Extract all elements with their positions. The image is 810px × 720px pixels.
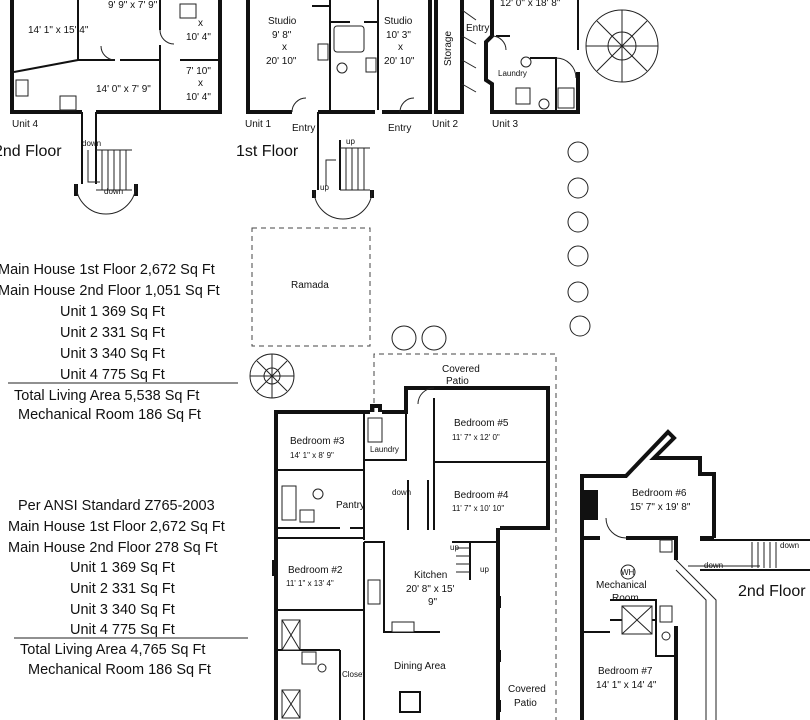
main-house-plan: Covered Patio Bedroom #5 11' 7" x 12' 0"…: [272, 353, 557, 720]
studio1-dim3: 20' 10": [266, 56, 297, 67]
area-table-1: Main House 1st Floor 2,672 Sq Ft Main Ho…: [0, 262, 238, 423]
area-table-2: Per ANSI Standard Z765-2003 Main House 1…: [8, 498, 248, 678]
hall-down-label: down: [392, 488, 411, 497]
shrub-pair-icon: [391, 325, 447, 351]
unit3-laundry-label: Laundry: [498, 69, 527, 78]
area1-row-unit3: Unit 3 340 Sq Ft: [60, 346, 165, 362]
covered-patio-top-label1: Covered: [442, 364, 480, 375]
bedroom2-name: Bedroom #2: [288, 565, 343, 576]
unit4-room-c-dims: 14' 0" x 7' 9": [96, 84, 151, 95]
mechanical-room-label1: Mechanical: [596, 580, 647, 591]
bedroom7-dims: 14' 1" x 14' 4": [596, 680, 657, 691]
unit4-room-d-line2: 10' 4": [186, 32, 211, 43]
unit3-dims: 12' 0" x 18' 8": [500, 0, 561, 9]
kitchen-name: Kitchen: [414, 570, 447, 581]
area2-row-main1: Main House 1st Floor 2,672 Sq Ft: [8, 519, 225, 535]
bedroom7-name: Bedroom #7: [598, 666, 653, 677]
unit4-stair-down2-label: down: [104, 187, 123, 196]
studio1-dim2: x: [282, 42, 287, 53]
closet-label: Closet: [342, 670, 365, 679]
area1-row-unit1: Unit 1 369 Sq Ft: [60, 304, 165, 320]
kitchen-dims1: 20' 8" x 15': [406, 584, 455, 595]
unit4-room-e-line3: 10' 4": [186, 92, 211, 103]
first-stair-up-label: up: [346, 137, 355, 146]
bedroom2-dims: 11' 1" x 13' 4": [286, 579, 334, 588]
area1-total: Total Living Area 5,538 Sq Ft: [14, 388, 199, 404]
ramada-label: Ramada: [291, 280, 329, 291]
bedroom5-name: Bedroom #5: [454, 418, 509, 429]
unit4-room-e-line2: x: [198, 78, 203, 89]
entry3-label: Entry: [466, 23, 489, 34]
first-floor-title: 1st Floor: [236, 143, 299, 160]
unit1-label: Unit 1: [245, 119, 272, 130]
area1-row-main2: Main House 2nd Floor 1,051 Sq Ft: [0, 283, 220, 299]
ansi-heading: Per ANSI Standard Z765-2003: [18, 498, 215, 514]
upper-stair-down2-label: down: [780, 541, 799, 550]
studio1-name: Studio: [268, 16, 297, 27]
unit4-room-b-dims: 9' 9" x 7' 9": [108, 0, 158, 11]
unit4-label: Unit 4: [12, 119, 39, 130]
entry1-label: Entry: [292, 123, 315, 134]
area1-row-unit2: Unit 2 331 Sq Ft: [60, 325, 165, 341]
kitchen-up1-label: up: [450, 543, 459, 552]
bedroom3-dims: 14' 1" x 8' 9": [290, 451, 334, 460]
area2-row-main2: Main House 2nd Floor 278 Sq Ft: [8, 540, 218, 556]
second-floor-right-title: 2nd Floor: [738, 583, 806, 600]
unit4-room-e-line1: 7' 10": [186, 66, 211, 77]
kitchen-up2-label: up: [480, 565, 489, 574]
entry2-label: Entry: [388, 123, 411, 134]
bedroom6-name: Bedroom #6: [632, 488, 687, 499]
area1-row-unit4: Unit 4 775 Sq Ft: [60, 367, 165, 383]
unit2-label: Unit 2: [432, 119, 459, 130]
area2-row-unit1: Unit 1 369 Sq Ft: [70, 560, 175, 576]
unit4-room-d-line1: x: [198, 18, 203, 29]
studio2-dim3: 20' 10": [384, 56, 415, 67]
studio1-dim1: 9' 8": [272, 30, 292, 41]
kitchen-dims2: 9": [428, 597, 438, 608]
studio2-dim2: x: [398, 42, 403, 53]
area2-mechanical: Mechanical Room 186 Sq Ft: [28, 662, 211, 678]
covered-patio-bottom-label2: Patio: [514, 698, 537, 709]
bedroom4-name: Bedroom #4: [454, 490, 509, 501]
pantry-label: Pantry: [336, 500, 365, 511]
area2-row-unit3: Unit 3 340 Sq Ft: [70, 602, 175, 618]
area2-total: Total Living Area 4,765 Sq Ft: [20, 642, 205, 658]
tree-small-icon: [249, 353, 295, 399]
first-stair-up2-label: up: [320, 183, 329, 192]
first-floor-plan: Studio 9' 8" x 20' 10" Studio 10' 3" x 2…: [245, 0, 580, 134]
shrub-column-icon: [567, 141, 591, 337]
studio2-name: Studio: [384, 16, 413, 27]
second-floor-left-title: 2nd Floor: [0, 143, 62, 160]
area1-mechanical: Mechanical Room 186 Sq Ft: [18, 407, 201, 423]
unit4-stair: down down: [74, 112, 138, 215]
area2-row-unit2: Unit 2 331 Sq Ft: [70, 581, 175, 597]
bedroom3-name: Bedroom #3: [290, 436, 345, 447]
upper-floor-plan: WH Bedroom #6 15' 7" x 19' 8" Mechanical…: [580, 429, 810, 720]
unit4-room-a-dims: 14' 1" x 15' 4": [28, 25, 89, 36]
upper-stair-down1-label: down: [704, 561, 723, 570]
unit3-label: Unit 3: [492, 119, 519, 130]
mechanical-room-label2: Room: [612, 593, 639, 604]
area2-row-unit4: Unit 4 775 Sq Ft: [70, 622, 175, 638]
studio2-dim1: 10' 3": [386, 30, 411, 41]
covered-patio-top-outline: [373, 353, 557, 720]
area1-row-main1: Main House 1st Floor 2,672 Sq Ft: [0, 262, 215, 278]
bedroom6-dims: 15' 7" x 19' 8": [630, 502, 691, 513]
ramada-outline: [251, 227, 371, 347]
bedroom4-dims: 11' 7" x 10' 10": [452, 504, 504, 513]
tree-large-top-icon: [585, 9, 659, 83]
storage-label: Storage: [443, 31, 454, 66]
bedroom5-dims: 11' 7" x 12' 0": [452, 433, 500, 442]
unit4-plan: 14' 1" x 15' 4" 9' 9" x 7' 9" 14' 0" x 7…: [10, 0, 222, 130]
covered-patio-top-label2: Patio: [446, 376, 469, 387]
laundry-label: Laundry: [370, 445, 399, 454]
covered-patio-bottom-label1: Covered: [508, 684, 546, 695]
dining-label: Dining Area: [394, 661, 446, 672]
first-floor-stair: up up: [312, 112, 374, 220]
unit4-stair-down-label: down: [82, 139, 101, 148]
water-heater-label: WH: [621, 568, 635, 577]
